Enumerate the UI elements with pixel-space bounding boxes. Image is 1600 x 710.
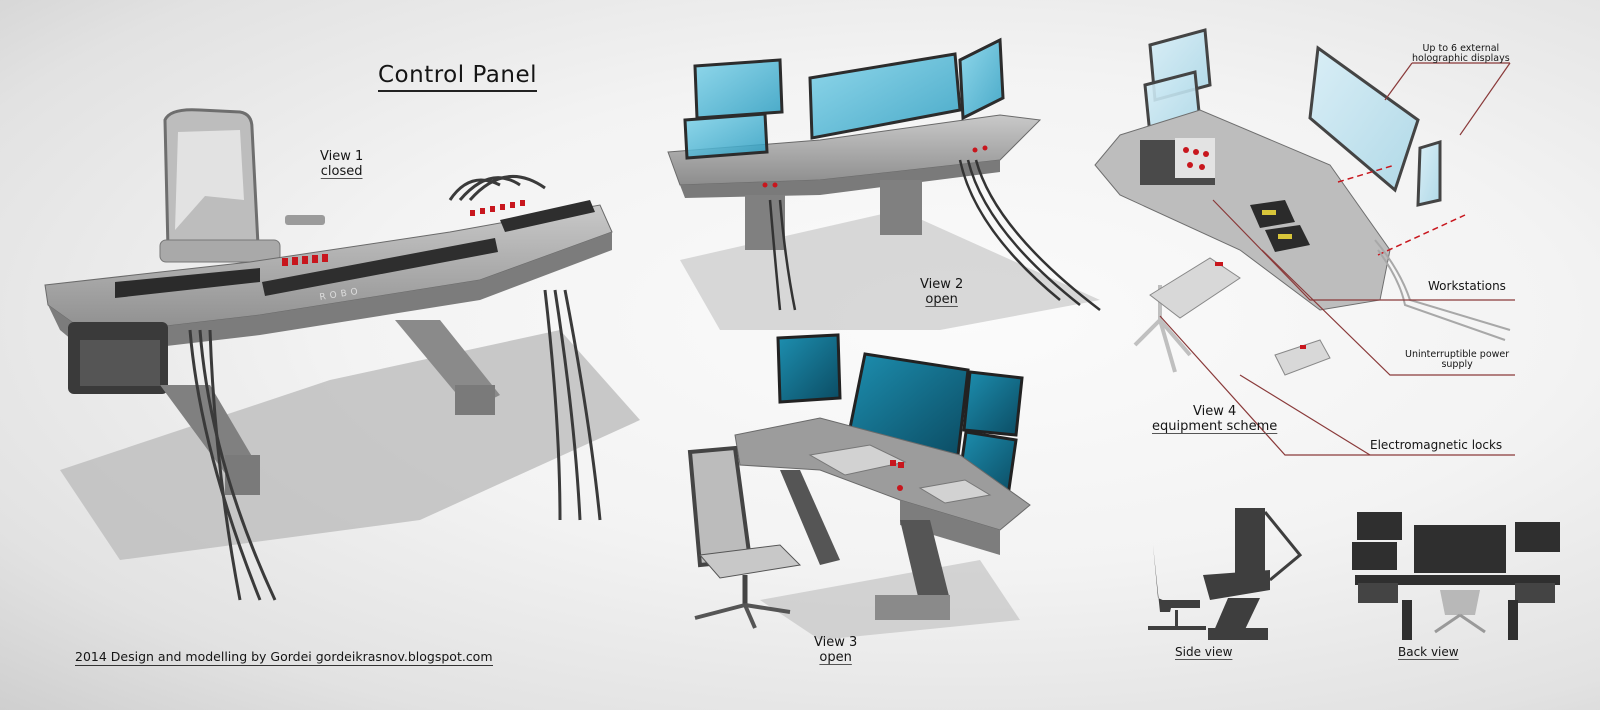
view2-title: View 2 — [920, 277, 964, 292]
view2-state: open — [925, 291, 958, 307]
view3-state: open — [819, 649, 852, 665]
back-view-text: Back view — [1398, 645, 1459, 659]
annotation-ups-line1: Uninterruptible power — [1405, 349, 1510, 360]
annotation-ups-line2: supply — [1441, 359, 1473, 371]
view2-label: View 2 open — [920, 277, 964, 308]
view3-title: View 3 — [814, 635, 858, 650]
sheet-title: Control Panel — [378, 62, 537, 93]
back-view-label: Back view — [1398, 645, 1459, 660]
annotation-workstations: Workstations — [1428, 279, 1506, 293]
annotation-electromagnetic-locks: Electromagnetic locks — [1370, 438, 1503, 452]
callout-lines — [1159, 62, 1515, 456]
side-view-text: Side view — [1175, 645, 1233, 659]
view1-label: View 1 closed — [320, 149, 364, 180]
view1-title: View 1 — [320, 149, 364, 164]
annotation-displays-line1: Up to 6 external — [1422, 43, 1500, 54]
view4-label: View 4 equipment scheme — [1152, 404, 1278, 435]
view3-render — [687, 333, 1031, 640]
annotation-displays-line2: holographic displays — [1412, 53, 1510, 65]
view1-state: closed — [320, 163, 363, 179]
view1-render: ROBO — [44, 108, 640, 601]
view4-title: View 4 — [1193, 404, 1237, 419]
view4-state: equipment scheme — [1152, 418, 1278, 434]
view4-render — [1094, 28, 1515, 456]
credit-line: 2014 Design and modelling by Gordei gord… — [75, 649, 493, 667]
annotation-displays: Up to 6 external holographic displays — [1412, 43, 1510, 65]
annotation-ups: Uninterruptible power supply — [1405, 349, 1510, 371]
view3-label: View 3 open — [814, 635, 858, 666]
view2-render — [667, 37, 1101, 330]
side-view-label: Side view — [1175, 645, 1233, 660]
side-view-render — [1148, 508, 1303, 640]
back-view-render — [1352, 512, 1560, 640]
